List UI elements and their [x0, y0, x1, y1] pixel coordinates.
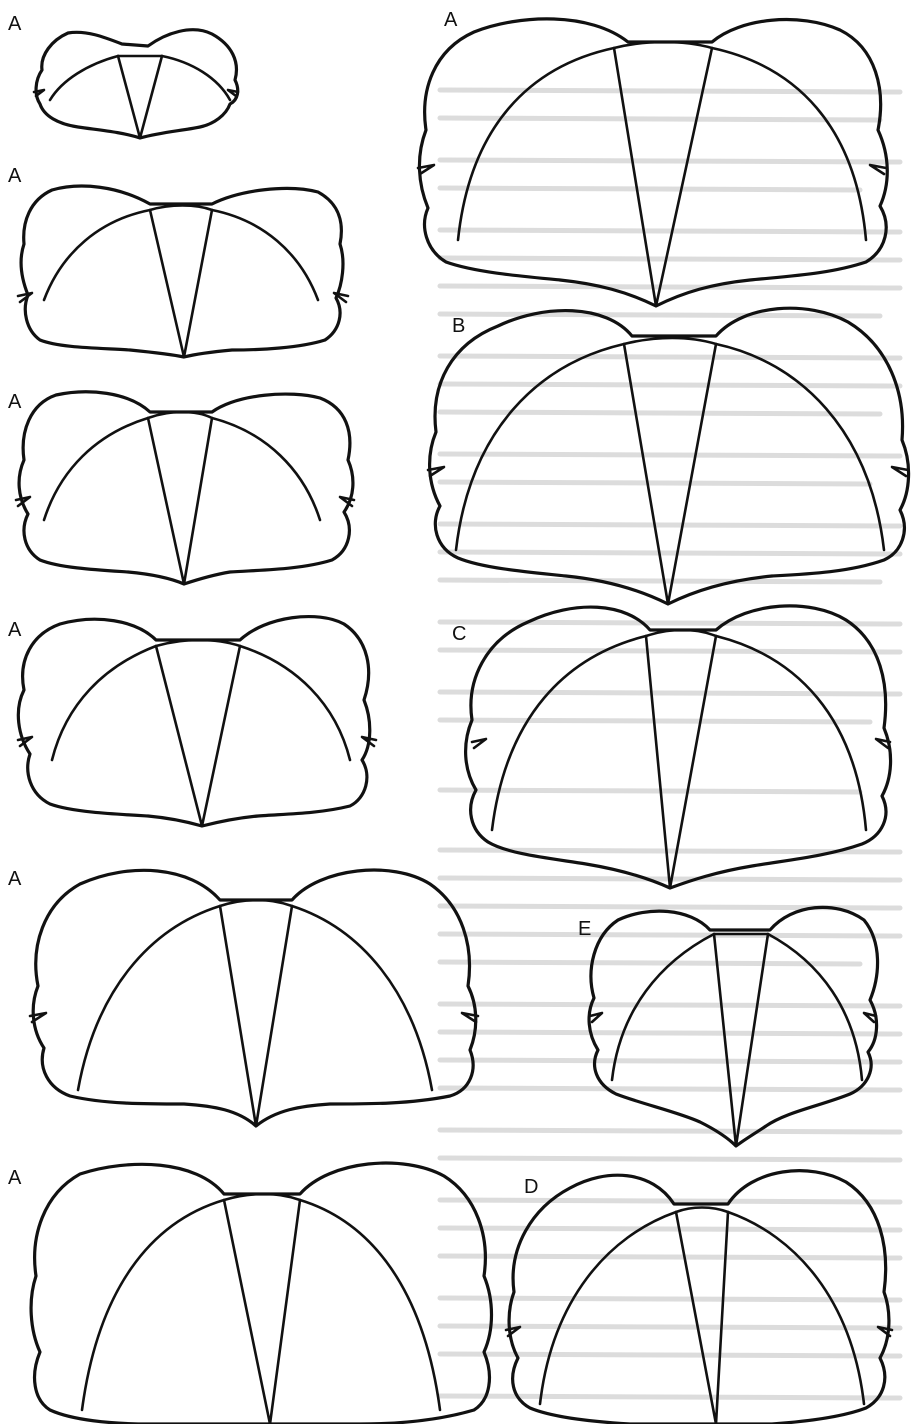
- figure-label: E: [578, 918, 591, 940]
- figure-label: A: [8, 391, 22, 413]
- figure-label: A: [8, 868, 22, 890]
- specimen-figure-10: E: [578, 907, 878, 1146]
- specimen-figure-6: A: [8, 1163, 492, 1424]
- figure-label: B: [452, 315, 465, 337]
- specimen-figure-1: A: [8, 13, 238, 138]
- specimen-figure-4: A: [8, 617, 376, 826]
- figure-label: D: [524, 1176, 538, 1198]
- specimen-figure-2: A: [8, 165, 348, 357]
- figure-label: A: [8, 619, 22, 641]
- figure-label: A: [8, 165, 22, 187]
- figure-label: A: [444, 9, 458, 31]
- figure-label: C: [452, 623, 466, 645]
- figure-label: A: [8, 13, 22, 35]
- specimen-figure-5: A: [8, 868, 478, 1126]
- specimen-figure-3: A: [8, 391, 354, 584]
- bleed-through-text: [440, 90, 900, 1398]
- figure-label: A: [8, 1167, 22, 1189]
